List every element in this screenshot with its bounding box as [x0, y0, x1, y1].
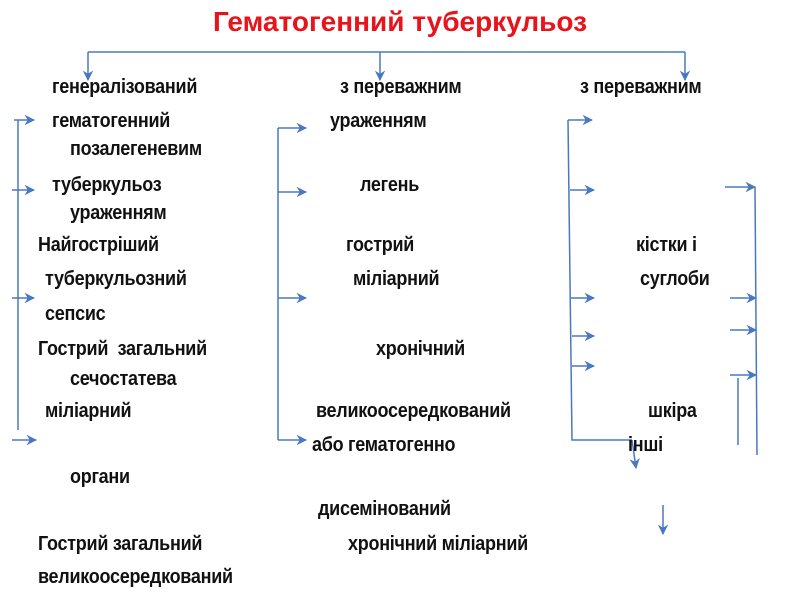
text-line: органи: [70, 466, 130, 488]
text-line: інші: [628, 434, 663, 456]
text-line: хронічний міліарний: [348, 533, 528, 555]
text-line: великоосередкований: [38, 566, 233, 588]
text-line: позалегеневим: [70, 138, 202, 160]
text-line: кістки і: [636, 234, 697, 256]
text-line: гострий: [346, 234, 415, 256]
text-line: сепсис: [45, 303, 106, 325]
col1-header: генералізований: [52, 76, 198, 98]
text-line: Гострий загальний: [38, 338, 207, 360]
text-line: шкіра: [648, 400, 697, 422]
text-line: або гематогенно: [312, 434, 456, 456]
text-line: міліарний: [45, 400, 132, 422]
slide-title: Гематогенний туберкульоз: [212, 6, 588, 37]
text-line: легень: [360, 174, 420, 196]
text-line: туберкульозний: [45, 268, 187, 290]
col4-vertical-line: [754, 186, 758, 456]
text-line: хронічний: [376, 338, 465, 360]
text-line: суглоби: [640, 268, 710, 290]
col3-vertical-line: [567, 119, 632, 441]
text-line: ураженням: [70, 202, 167, 224]
text-line: сечостатева: [70, 368, 177, 390]
text-line: ураженням: [330, 110, 427, 132]
text-line: міліарний: [353, 268, 440, 290]
text-line: гематогенний: [52, 110, 171, 132]
col2-header: з переважним: [340, 76, 462, 98]
col3-header: з переважним: [580, 76, 702, 98]
text-line: Гострий загальний: [38, 533, 203, 555]
text-line: туберкульоз: [52, 174, 162, 196]
text-line: Найгостріший: [38, 234, 159, 256]
text-line: великоосередкований: [316, 400, 511, 422]
text-line: дисемінований: [318, 498, 451, 520]
